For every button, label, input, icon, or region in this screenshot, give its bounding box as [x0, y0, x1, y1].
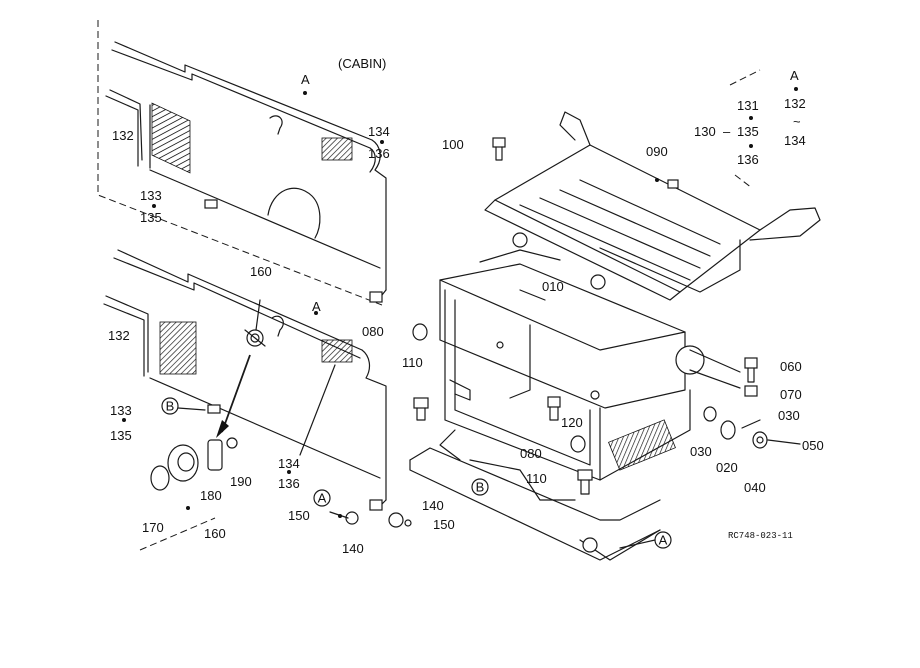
label-060: 060 [780, 359, 802, 374]
label-110-lower: 110 [526, 471, 547, 486]
label-180: 180 [200, 488, 222, 503]
label-135-upper: 135 [140, 210, 162, 225]
legend-130: 130 [694, 124, 716, 139]
tray-assembly [479, 111, 821, 301]
label-133-lower: 133 [110, 403, 132, 418]
label-090: 090 [646, 144, 668, 159]
label-160-upper: 160 [250, 264, 272, 279]
callout-a-base: A [659, 533, 668, 548]
label-190: 190 [230, 474, 252, 489]
label-133-upper: 133 [140, 188, 162, 203]
label-136-lower: 136 [278, 476, 300, 491]
reference-code: RC748-023-11 [728, 531, 793, 541]
label-050: 050 [802, 438, 824, 453]
label-070: 070 [780, 387, 802, 402]
label-080-lower: 080 [520, 446, 542, 461]
label-160-lower: 160 [204, 526, 226, 541]
legend-dash: – [723, 124, 731, 139]
label-080-upper: 080 [362, 324, 384, 339]
label-132-upper: 132 [112, 128, 134, 143]
lower-cover-panel [103, 249, 387, 511]
part-labels: (CABIN) A 134 136 132 133 135 100 090 A … [108, 56, 824, 556]
cabin-note: (CABIN) [338, 56, 386, 71]
label-a-lower: A [312, 299, 321, 314]
callout-a-hardware: A [318, 491, 327, 506]
label-140-bottom: 140 [342, 541, 364, 556]
hardware-parts [329, 137, 801, 528]
label-020: 020 [716, 460, 738, 475]
label-150-left: 150 [288, 508, 310, 523]
label-030-right: 030 [778, 408, 800, 423]
callout-b-frame: B [476, 480, 485, 495]
label-134-upper: 134 [368, 124, 390, 139]
label-134-lower: 134 [278, 456, 300, 471]
callout-b-left: B [166, 399, 175, 414]
latch-assembly [139, 299, 266, 551]
legend-136: 136 [737, 152, 759, 167]
legend-tilde: ~ [793, 114, 801, 129]
label-132-lower: 132 [108, 328, 130, 343]
label-140-right: 140 [422, 498, 444, 513]
label-030-left: 030 [690, 444, 712, 459]
legend-135: 135 [737, 124, 759, 139]
label-170: 170 [142, 520, 164, 535]
label-110-upper: 110 [402, 355, 423, 370]
label-136-upper: 136 [368, 146, 390, 161]
legend-134: 134 [784, 133, 806, 148]
main-frame [409, 263, 741, 561]
label-040: 040 [744, 480, 766, 495]
legend-a: A [790, 68, 799, 83]
label-120: 120 [561, 415, 583, 430]
label-a-upper: A [301, 72, 310, 87]
label-010: 010 [542, 279, 564, 294]
label-150-right: 150 [433, 517, 455, 532]
label-135-lower: 135 [110, 428, 132, 443]
reference-callouts: B B A A [161, 397, 672, 549]
legend-132: 132 [784, 96, 806, 111]
label-100: 100 [442, 137, 464, 152]
upper-cover-panel [97, 20, 387, 306]
legend-131: 131 [737, 98, 759, 113]
